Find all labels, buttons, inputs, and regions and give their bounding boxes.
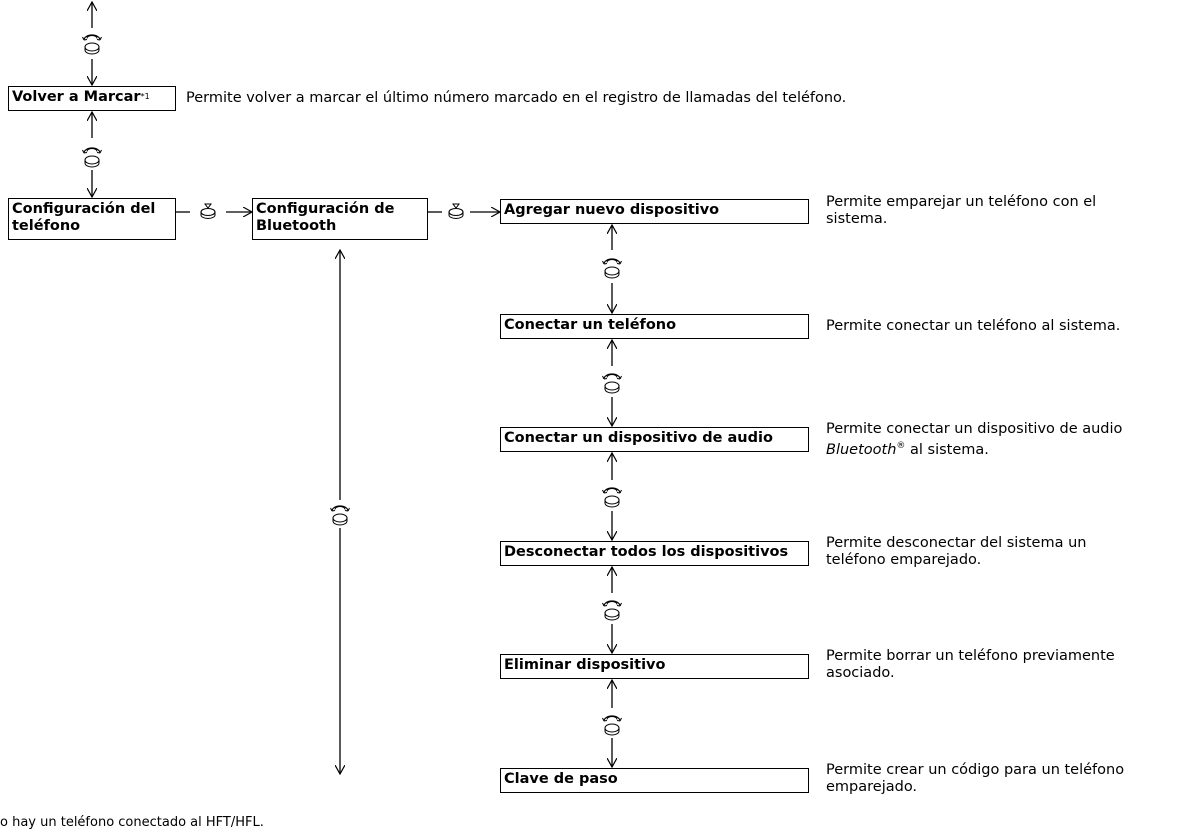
connect-audio-description: Permite conectar un dispositivo de audio… [826,421,1122,459]
registered-mark: ® [896,441,906,451]
bluetooth-setup-label-line2: Bluetooth [256,218,337,234]
connect-phone-menu-item[interactable]: Conectar un teléfono [500,314,809,339]
disconnect-all-description: Permite desconectar del sistema un teléf… [826,535,1086,569]
delete-device-desc-line1: Permite borrar un teléfono previamente [826,648,1115,664]
disconnect-all-menu-item[interactable]: Desconectar todos los dispositivos [500,541,809,566]
passkey-label: Clave de paso [504,771,618,787]
bluetooth-setup-label-line1: Configuración de [256,201,395,217]
passkey-menu-item[interactable]: Clave de paso [500,768,809,793]
bluetooth-brand-text: Bluetooth [826,441,897,458]
passkey-desc-line2: emparejado. [826,779,918,795]
add-device-desc-line1: Permite emparejar un teléfono con el [826,194,1097,210]
connect-phone-description: Permite conectar un teléfono al sistema. [826,318,1120,335]
redial-label: Volver a Marcar [12,89,141,105]
disconnect-all-desc-line1: Permite desconectar del sistema un [826,535,1087,551]
disconnect-all-label: Desconectar todos los dispositivos [504,544,789,560]
connect-phone-label: Conectar un teléfono [504,317,677,333]
passkey-desc-line1: Permite crear un código para un teléfono [826,762,1125,778]
connect-audio-desc-rest: al sistema. [905,441,989,458]
add-device-description: Permite emparejar un teléfono con el sis… [826,194,1096,228]
phone-setup-label-line1: Configuración del [12,201,156,217]
footnote-mark: *1 [140,92,150,101]
phone-setup-menu-item[interactable]: Configuración del teléfono [8,198,176,240]
delete-device-description: Permite borrar un teléfono previamente a… [826,648,1115,682]
add-device-label: Agregar nuevo dispositivo [504,202,720,218]
add-device-desc-line2: sistema. [826,211,888,227]
disconnect-all-desc-line2: teléfono emparejado. [826,552,982,568]
redial-menu-item[interactable]: Volver a Marcar*1 [8,86,176,111]
add-device-menu-item[interactable]: Agregar nuevo dispositivo [500,199,809,224]
connect-audio-desc-line1: Permite conectar un dispositivo de audio [826,421,1123,437]
delete-device-desc-line2: asociado. [826,665,895,681]
passkey-description: Permite crear un código para un teléfono… [826,762,1124,796]
connect-phone-desc-line1: Permite conectar un teléfono al sistema. [826,318,1121,334]
connect-audio-menu-item[interactable]: Conectar un dispositivo de audio [500,427,809,452]
redial-description: Permite volver a marcar el último número… [186,90,847,106]
delete-device-menu-item[interactable]: Eliminar dispositivo [500,654,809,679]
connect-audio-desc-line2: Bluetooth® al sistema. [826,438,1122,459]
phone-setup-label-line2: teléfono [12,218,81,234]
connect-audio-label: Conectar un dispositivo de audio [504,430,773,446]
delete-device-label: Eliminar dispositivo [504,657,666,673]
bluetooth-setup-menu-item[interactable]: Configuración de Bluetooth [252,198,428,240]
footnote-text: o hay un teléfono conectado al HFT/HFL. [0,815,264,830]
